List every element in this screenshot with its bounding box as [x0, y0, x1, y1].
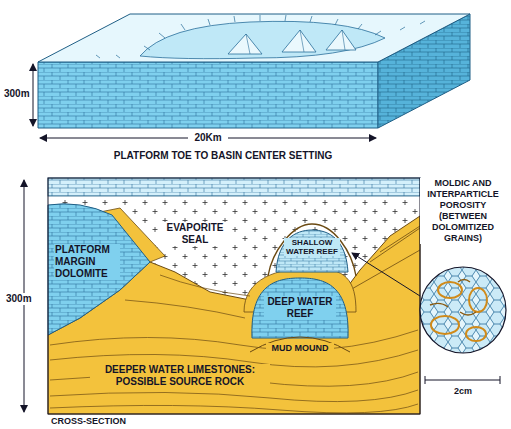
panel-caption: PLATFORM TOE TO BASIN CENTER SETTING — [92, 150, 354, 162]
unit-label: EVAPORITE SEAL — [160, 222, 230, 246]
dimension-label: 20Km — [188, 132, 228, 144]
mound-ridges — [246, 30, 345, 54]
unit-label: MUD MOUND — [266, 343, 334, 354]
leader-arrow — [352, 253, 420, 296]
unit-label: DEEPER WATER LIMESTONES: POSSIBLE SOURCE… — [90, 364, 270, 388]
unit-label: DEEP WATER REEF — [264, 296, 336, 320]
evaporite — [48, 178, 420, 414]
dimension-label: 300m — [5, 293, 39, 305]
drape-line — [268, 224, 356, 276]
mold — [469, 288, 487, 312]
panel-caption: CROSS-SECTION — [50, 416, 150, 427]
pore — [430, 280, 476, 316]
block-diagram — [33, 14, 470, 138]
cap-limestone — [48, 178, 420, 196]
basin-floor — [140, 21, 385, 58]
block-top — [38, 14, 470, 62]
mold — [466, 327, 486, 341]
mold — [438, 282, 462, 298]
inset-circle — [420, 267, 506, 353]
unit-label: SHALLOW WATER REEF — [284, 238, 340, 256]
scale-label: 2cm — [447, 386, 479, 397]
scale-bar — [425, 376, 500, 384]
porosity-inset — [418, 265, 510, 384]
dimension-line — [33, 64, 34, 126]
unit-label: PLATFORM MARGIN DOLOMITE — [54, 244, 120, 280]
mold — [431, 316, 459, 334]
slope-hatch — [96, 15, 425, 58]
section-frame — [48, 178, 420, 414]
source-rock — [48, 216, 420, 414]
deep-reef — [252, 278, 348, 338]
dolomite — [48, 204, 150, 335]
inset-label: MOLDIC AND INTERPARTICLE POROSITY (BETWE… — [420, 178, 506, 244]
dimension-label: 300m — [3, 88, 32, 100]
reef-mounds — [228, 30, 356, 54]
grains — [418, 265, 510, 357]
cross-section — [24, 178, 420, 414]
block-front — [38, 62, 378, 128]
shale-lines — [50, 275, 418, 413]
